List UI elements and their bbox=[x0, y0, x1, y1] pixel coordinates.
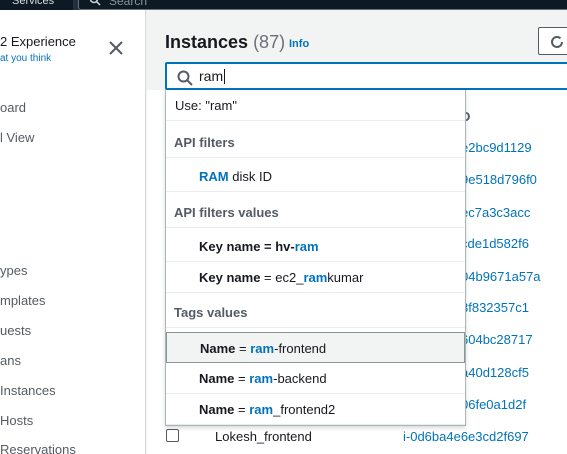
suggestion-ram-disk-id[interactable]: RAM disk ID bbox=[166, 161, 465, 192]
suggestion-text: -backend bbox=[273, 371, 327, 386]
suggestion-name-ram-backend[interactable]: Name = ram-backend bbox=[166, 363, 465, 394]
group-header-api-filters: API filters bbox=[166, 127, 465, 158]
info-link[interactable]: Info bbox=[289, 38, 310, 50]
text-cursor bbox=[224, 69, 226, 84]
sidebar-item-instance-types[interactable]: ypes bbox=[0, 263, 28, 278]
instance-id-link[interactable]: i-0d6ba4e6e3cd2f697 bbox=[403, 429, 529, 444]
instance-id-link[interactable]: 06fe0a1d2f bbox=[461, 397, 527, 412]
search-icon bbox=[89, 0, 101, 8]
refresh-button[interactable] bbox=[538, 27, 567, 55]
instance-id-link[interactable]: 3f832357c1 bbox=[461, 300, 529, 315]
sidebar-item-reserved-instances[interactable]: Instances bbox=[0, 383, 56, 398]
page-title: Instances (87) bbox=[165, 32, 285, 53]
sidebar-item-global-view[interactable]: l View bbox=[0, 130, 35, 145]
sidebar-item-savings-plans[interactable]: ans bbox=[0, 353, 21, 368]
sidebar-item-capacity-reservations[interactable]: Reservations bbox=[0, 442, 76, 454]
suggestion-text: = bbox=[234, 402, 250, 417]
instance-id-link[interactable]: 604bc28717 bbox=[461, 332, 533, 347]
suggestion-key: Name bbox=[200, 341, 236, 356]
suggestion-key: Key name bbox=[199, 239, 261, 254]
close-icon[interactable] bbox=[106, 38, 126, 58]
match-highlight: ram bbox=[249, 402, 274, 417]
instance-name: Lokesh_frontend bbox=[215, 429, 312, 444]
suggestion-text: -frontend bbox=[274, 341, 327, 356]
sidebar-item-dashboard[interactable]: oard bbox=[0, 100, 27, 115]
search-suggestions-dropdown: Use: "ram" API filters RAM disk ID API f… bbox=[165, 90, 466, 426]
suggestion-text: = bbox=[235, 341, 251, 356]
match-highlight: ram bbox=[250, 341, 275, 356]
sidebar-item-spot-requests[interactable]: uests bbox=[0, 323, 32, 338]
group-header-tags-values: Tags values bbox=[166, 297, 465, 328]
instances-search-input[interactable]: ram bbox=[165, 62, 567, 90]
match-highlight: ram bbox=[294, 239, 319, 254]
group-header-api-filter-values: API filters values bbox=[166, 197, 465, 228]
suggestion-name-ram-frontend[interactable]: Name = ram-frontend bbox=[166, 332, 465, 363]
row-checkbox[interactable] bbox=[166, 429, 179, 442]
suggestion-key-name-hv-ram[interactable]: Key name = hv-ram bbox=[166, 231, 465, 262]
instance-id-link[interactable]: ec7a3c3acc bbox=[461, 205, 531, 220]
suggestion-key-name-ec2-ramkumar[interactable]: Key name = ec2_ramkumar bbox=[166, 262, 465, 293]
match-highlight: RAM bbox=[199, 169, 229, 184]
instance-id-link[interactable]: 9e518d796f0 bbox=[461, 172, 537, 187]
suggestion-name-ram-frontend2[interactable]: Name = ram_frontend2 bbox=[166, 394, 465, 425]
suggestion-text: _frontend2 bbox=[273, 402, 336, 417]
suggestion-key: Key name bbox=[199, 270, 261, 285]
page-title-text: Instances bbox=[165, 32, 249, 52]
global-search-input[interactable]: Search bbox=[78, 0, 567, 10]
instance-id-link[interactable]: e2bc9d1129 bbox=[461, 140, 532, 155]
top-nav-bar: Services Search bbox=[0, 0, 567, 10]
instance-id-link[interactable]: cde1d582f6 bbox=[461, 236, 529, 251]
instance-count: (87) bbox=[253, 32, 286, 52]
suggestion-text: = ec2_ bbox=[260, 270, 304, 285]
sidebar-item-dedicated-hosts[interactable]: Hosts bbox=[0, 413, 34, 428]
suggestion-key: Name bbox=[199, 402, 235, 417]
feedback-link[interactable]: at you think bbox=[0, 53, 52, 64]
global-search-placeholder: Search bbox=[109, 0, 148, 8]
suggestion-text: kumar bbox=[327, 270, 364, 285]
suggestion-key: Name bbox=[199, 371, 235, 386]
sidebar: 2 Experience at you think oard l View yp… bbox=[0, 10, 146, 454]
instance-id-link[interactable]: a40d128cf5 bbox=[461, 365, 529, 380]
suggestion-text: = bbox=[234, 371, 250, 386]
match-highlight: ram bbox=[249, 371, 274, 386]
instance-id-link[interactable]: 04b9671a57a bbox=[461, 269, 541, 284]
search-input-value: ram bbox=[199, 68, 224, 84]
suggestion-text: = hv- bbox=[260, 239, 295, 254]
match-highlight: ram bbox=[303, 270, 328, 285]
new-experience-title: 2 Experience bbox=[0, 34, 76, 49]
search-icon bbox=[177, 69, 193, 93]
sidebar-item-launch-templates[interactable]: mplates bbox=[0, 293, 46, 308]
services-menu[interactable]: Services bbox=[0, 0, 73, 10]
suggestion-text: disk ID bbox=[228, 169, 272, 184]
use-search-term-option[interactable]: Use: "ram" bbox=[166, 90, 465, 121]
